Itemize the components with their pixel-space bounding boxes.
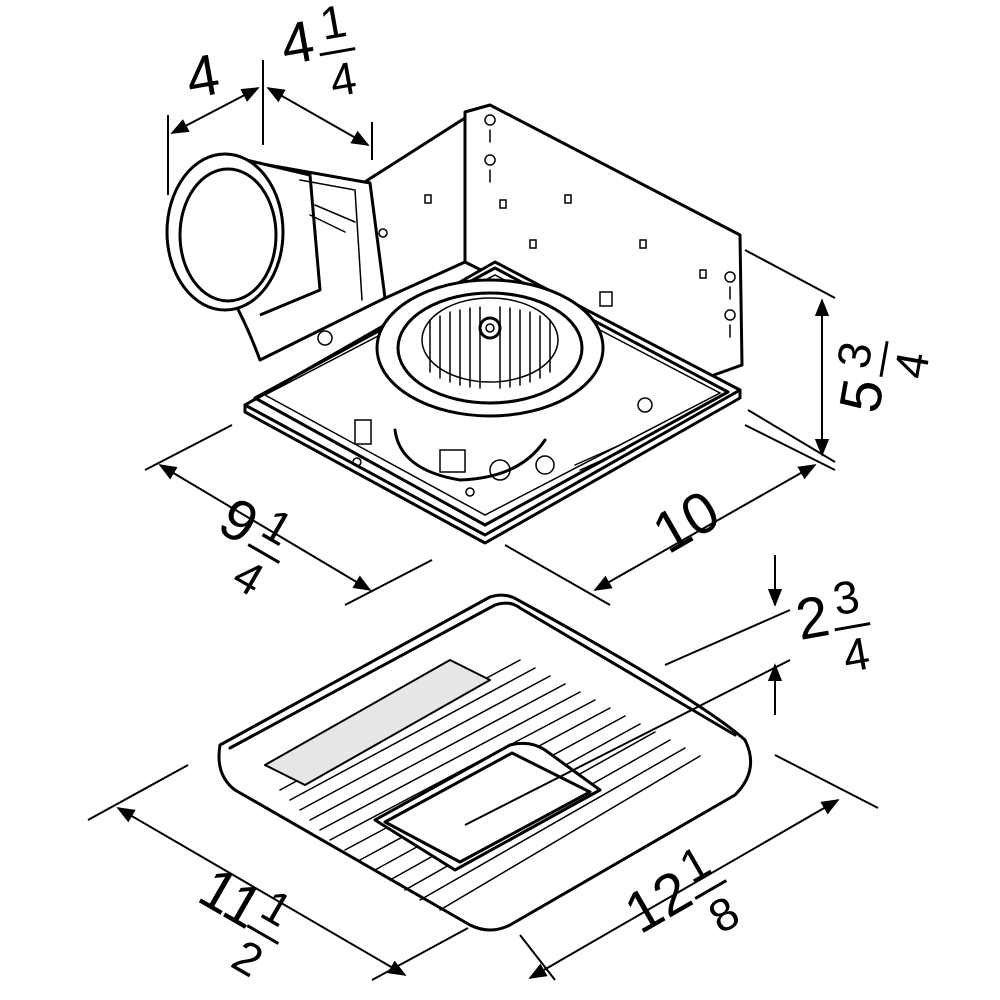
dim-numerator: 1 [316,0,350,50]
dim-whole: 4 [276,8,319,78]
dim-label-housing-length: 10 [642,478,730,567]
motor-assembly [317,330,653,497]
dim-denominator: 8 [700,885,748,943]
dim-whole: 4 [181,42,224,112]
dim-label-housing-width: 9 1 4 [209,485,302,606]
dim-whole: 2 [791,583,834,653]
dim-label-duct-depth: 4 1 4 [276,0,360,107]
duct-collar [165,152,388,362]
dim-denominator: 2 [224,929,272,987]
dim-whole: 5 [827,374,897,417]
dim-denominator: 4 [225,548,273,606]
blower-wheel [375,278,605,418]
dimension-lines [87,60,879,981]
dim-denominator: 4 [884,348,940,382]
dim-label-grille-height: 2 3 4 [791,570,873,683]
grille-top-panel [264,659,491,786]
fan-housing [165,103,744,545]
keyhole-slots [424,114,736,338]
dim-numerator: 3 [826,338,882,372]
light-lens [373,741,602,872]
dim-label-grille-width: 11 1 2 [189,855,301,987]
dim-whole: 10 [642,478,730,567]
dim-numerator: 3 [829,570,863,626]
dim-denominator: 4 [326,51,360,107]
dim-label-duct-width: 4 [181,42,224,112]
dim-denominator: 4 [839,627,873,683]
dim-label-housing-height: 5 3 4 [826,338,940,417]
